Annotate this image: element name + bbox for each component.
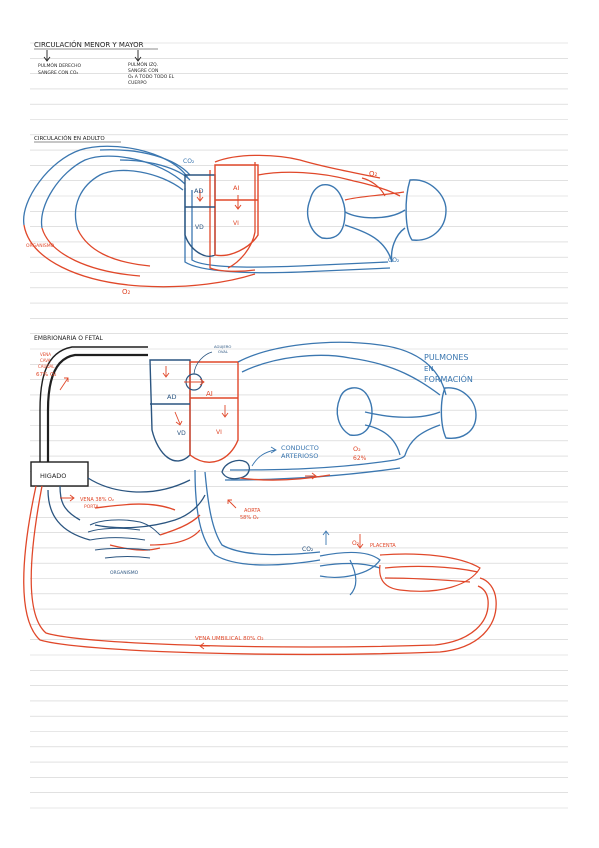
adult-label-ad: AD <box>194 187 203 195</box>
adult-co2-bottom: CO₂ <box>388 257 400 264</box>
header-section: CIRCULACIÓN MENOR Y MAYOR PULMÓN DERECHO… <box>34 40 175 86</box>
adult-co2-top: CO₂ <box>183 158 195 165</box>
header-title: CIRCULACIÓN MENOR Y MAYOR <box>34 40 144 49</box>
fetal-heart <box>149 359 239 463</box>
menor-line-2: SANGRE CON CO₂ <box>38 70 78 76</box>
arrow-right-icon <box>60 494 75 502</box>
mayor-line-3: O₂ A TODO TODO EL <box>128 74 175 80</box>
arrow-up-left-icon <box>227 499 237 509</box>
adult-circulation-diagram: CIRCULACIÓN EN ADULTO <box>23 135 447 296</box>
aorta-line-1: AORTA <box>244 508 261 514</box>
adult-pulmonary-veins <box>344 177 405 201</box>
fetal-pulmonary-vessels <box>224 341 447 481</box>
fetal-lungs <box>336 387 477 439</box>
arrow-up-icon <box>59 377 69 391</box>
mayor-line-4: CUERPO <box>128 80 147 86</box>
vena-cava-line-2: CAVA <box>40 358 51 363</box>
liver-box <box>30 461 89 487</box>
adult-organismo: ORGANISMO <box>26 243 55 249</box>
aorta-arch <box>239 474 331 481</box>
aorta-line-2: 58% O₂ <box>240 515 259 521</box>
adult-label-ai: AI <box>233 184 239 192</box>
vena-umbilical-label: VENA UMBILICAL 80% O₂ <box>195 636 264 642</box>
agujero-line-1: AGUJERO <box>214 344 231 349</box>
menor-line-1: PULMÓN DERECHO <box>38 62 82 69</box>
agujero-line-2: OVAL <box>218 349 229 354</box>
mayor-line-2: SANGRE CON <box>128 68 158 74</box>
fetal-label-vd: VD <box>177 430 186 437</box>
fetal-systemic-vessels <box>47 469 321 566</box>
o2-62-line-2: 62% <box>353 455 367 462</box>
arrow-down-icon <box>134 50 142 62</box>
placenta-o2: O₂ <box>352 540 360 547</box>
vena-porta-line-1: VENA 38% O₂ <box>80 497 114 503</box>
adult-heart <box>184 164 259 257</box>
arrow-down-icon <box>356 534 364 549</box>
ductus-loop <box>221 459 251 480</box>
arrow-left-icon <box>199 642 210 650</box>
placenta <box>319 551 481 596</box>
fetal-circulation-diagram: EMBRIONARIA O FETAL VENA CAVA CAUDAL 67%… <box>23 335 497 655</box>
adult-o2-bottom: O₂ <box>122 288 131 296</box>
fetal-organism-bundle <box>87 519 161 559</box>
vena-cava-vessel <box>46 353 148 462</box>
adult-venous-loops <box>23 145 391 274</box>
fetal-label-ad: AD <box>167 393 176 401</box>
adult-o2-right: O₂ <box>369 170 378 178</box>
arrow-down-icon <box>43 50 51 62</box>
vena-porta-line-2: PORTA <box>84 504 99 510</box>
adult-lungs <box>306 179 447 263</box>
vena-cava-line-3: CAUDAL <box>38 364 55 369</box>
fetal-label-vi: VI <box>216 429 222 436</box>
vena-cava-line-1: VENA <box>40 352 51 357</box>
placenta-label: PLACENTA <box>370 543 396 549</box>
arrow-right-icon <box>305 472 317 480</box>
adult-label-vd: VD <box>195 224 204 231</box>
pulmones-line-1: PULMONES <box>424 353 468 362</box>
fetal-label-ai: AI <box>206 390 213 398</box>
pulmones-line-3: FORMACIÓN <box>424 373 473 384</box>
ruled-lines <box>30 42 568 809</box>
umbilical-vein <box>23 485 497 655</box>
conducto-line-2: ARTERIOSO <box>281 452 318 460</box>
liver-label: HIGADO <box>40 472 66 480</box>
vena-cava-vessel-outline <box>39 346 148 462</box>
fetal-organismo: ORGANISMO <box>110 570 139 576</box>
adult-label-vi: VI <box>233 220 239 227</box>
conducto-line-1: CONDUCTO <box>281 444 319 452</box>
agujero-pointer <box>193 351 213 375</box>
mayor-line-1: PULMÓN IZQ. <box>128 61 158 68</box>
conducto-arrow-icon <box>251 446 277 467</box>
pulmones-line-2: EN <box>424 365 434 373</box>
fetal-title: EMBRIONARIA O FETAL <box>34 335 103 342</box>
vena-cava-line-4: 67% O₂ <box>36 372 57 378</box>
arrow-up-icon <box>322 530 330 545</box>
o2-62-line-1: O₂ <box>353 445 361 453</box>
adult-arterial-loops <box>23 154 401 288</box>
placenta-co2: CO₂ <box>302 546 314 553</box>
adult-title: CIRCULACIÓN EN ADULTO <box>34 135 105 142</box>
